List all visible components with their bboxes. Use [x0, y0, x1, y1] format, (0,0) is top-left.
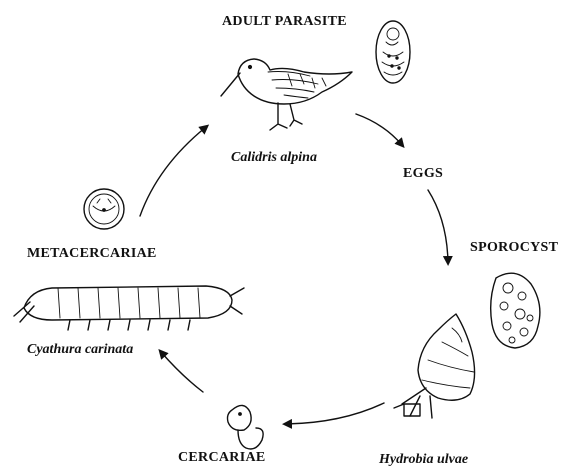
- dunlin-bird-illustration: [221, 59, 352, 130]
- arrow-bird-to-eggs: [356, 114, 402, 145]
- arrow-snail-to-cercariae: [286, 403, 384, 424]
- adult-parasite-illustration: [376, 21, 410, 83]
- sporocyst-illustration: [491, 273, 540, 348]
- arrow-cercariae-to-isopod: [161, 352, 203, 392]
- cercaria-illustration: [228, 405, 264, 449]
- arrow-metacercariae-to-bird: [140, 127, 206, 216]
- isopod-illustration: [14, 286, 244, 330]
- metacercaria-illustration: [84, 189, 124, 229]
- arrow-eggs-to-sporocyst: [428, 190, 448, 262]
- snail-illustration: [394, 314, 475, 418]
